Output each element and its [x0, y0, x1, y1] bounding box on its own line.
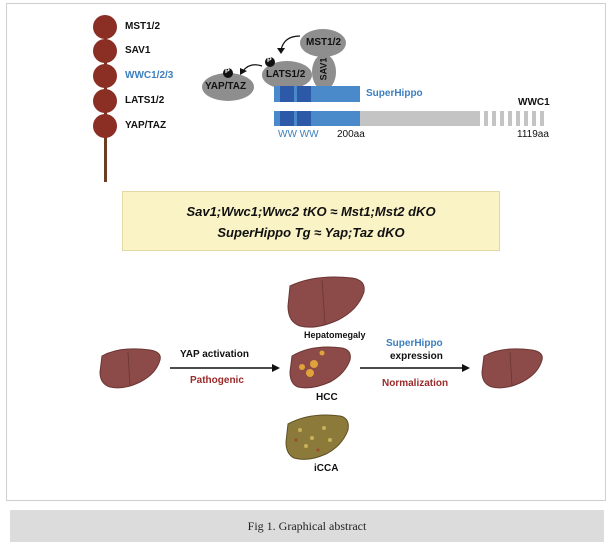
icca-label: iCCA — [314, 463, 339, 474]
bead-lats — [93, 89, 117, 113]
wwc1-bar-blue — [274, 111, 360, 126]
sav-label: SAV1 — [318, 57, 329, 81]
mst-label: MST1/2 — [306, 37, 342, 48]
bead-label-wwc: WWC1/2/3 — [125, 70, 174, 81]
yap-label: YAP/TAZ — [205, 81, 247, 92]
bead-wwc — [93, 64, 117, 88]
bead-yap — [93, 114, 117, 138]
aa1119-label: 1119aa — [517, 129, 549, 140]
lats-ellipse — [262, 61, 312, 89]
figure-caption-bar: Fig 1. Graphical abstract — [10, 510, 604, 542]
phospho-lats-label: P — [267, 57, 272, 64]
aa200-label: 200aa — [337, 129, 365, 140]
hepatomegaly-label: Hepatomegaly — [304, 330, 366, 340]
bead-label-yap: YAP/TAZ — [125, 120, 167, 131]
superhippo-bar — [274, 86, 360, 102]
bead-label-sav: SAV1 — [125, 45, 151, 56]
liver-hepatomegaly-icon — [287, 276, 365, 328]
figure-caption: Fig 1. Graphical abstract — [247, 519, 367, 533]
bead-mst — [93, 15, 117, 39]
expression-label: expression — [390, 351, 443, 362]
bead-sav — [93, 39, 117, 63]
bead-label-mst: MST1/2 — [125, 21, 161, 32]
arrow-mst-lats-icon — [280, 35, 301, 51]
liver-normalized-icon — [481, 348, 543, 389]
wwc1-bar-grey — [360, 111, 480, 126]
bead-label-lats: LATS1/2 — [125, 95, 165, 106]
mst-ellipse — [300, 29, 346, 57]
liver-icca-icon — [285, 414, 349, 460]
lats-label: LATS1/2 — [266, 69, 306, 80]
equation-line-1: Sav1;Wwc1;Wwc2 tKO ≈ Mst1;Mst2 dKO — [186, 204, 436, 219]
sav-ellipse — [312, 54, 336, 90]
liver-normal-icon — [99, 348, 161, 389]
figure-frame — [6, 3, 606, 501]
wwc1-label: WWC1 — [518, 97, 550, 108]
phospho-yap-icon — [223, 68, 233, 78]
genotype-equivalence-box: Sav1;Wwc1;Wwc2 tKO ≈ Mst1;Mst2 dKO Super… — [122, 191, 500, 251]
tumor-nodule-icon — [310, 360, 318, 368]
liver-hcc-icon — [289, 346, 351, 389]
ww-domain-label: WW WW — [278, 129, 319, 140]
yap-activation-label: YAP activation — [180, 349, 249, 360]
equation-line-2: SuperHippo Tg ≈ Yap;Taz dKO — [217, 225, 405, 240]
normalization-label: Normalization — [382, 378, 449, 389]
yap-ellipse — [202, 73, 254, 101]
hcc-label: HCC — [316, 392, 338, 403]
phospho-yap-label: P — [225, 68, 230, 75]
pathogenic-label: Pathogenic — [190, 375, 244, 386]
superhippo-expression-label: SuperHippo — [386, 338, 443, 349]
arrow-lats-yap-icon — [242, 64, 263, 72]
superhippo-bar-label: SuperHippo — [366, 88, 423, 99]
phospho-lats-icon — [265, 57, 275, 67]
